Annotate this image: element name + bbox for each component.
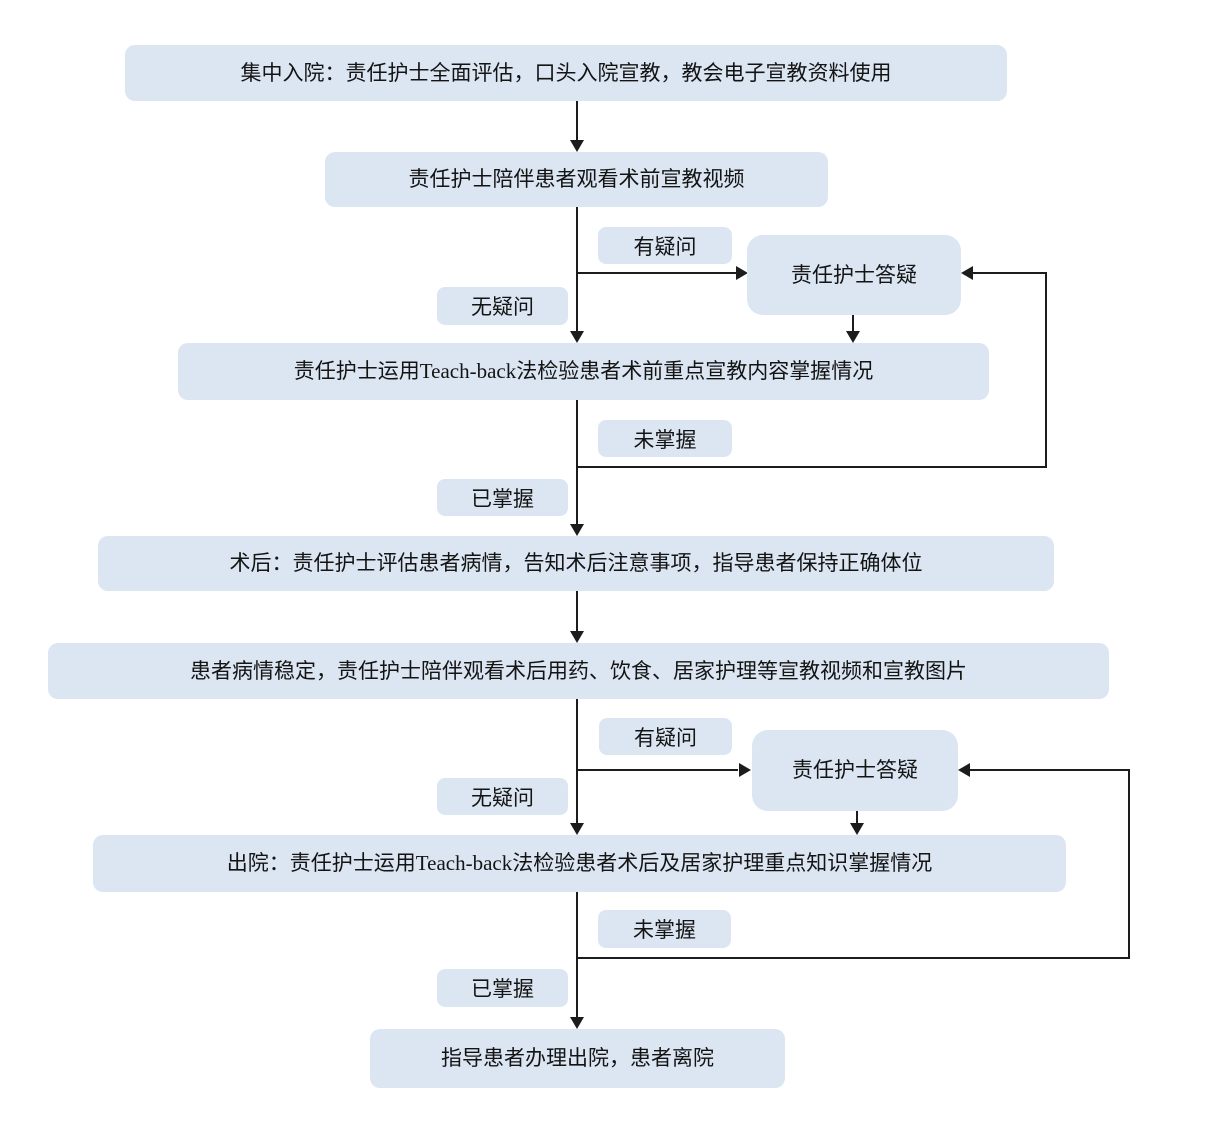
arrowhead-left-icon bbox=[961, 266, 973, 280]
arrowhead-left-icon bbox=[958, 763, 970, 777]
flow-node-pre-video: 责任护士陪伴患者观看术前宣教视频 bbox=[325, 152, 828, 207]
edge-notmastered1-horizontal bbox=[577, 466, 1047, 468]
arrowhead-right-icon bbox=[736, 266, 748, 280]
branch-label-no-question-1: 无疑问 bbox=[437, 287, 568, 325]
arrowhead-down-icon bbox=[570, 823, 584, 835]
branch-label-mastered-2: 已掌握 bbox=[437, 969, 568, 1007]
edge-postvideo-to-discharge bbox=[576, 699, 578, 824]
flow-node-post-video: 患者病情稳定，责任护士陪伴观看术后用药、饮食、居家护理等宣教视频和宣教图片 bbox=[48, 643, 1109, 699]
branch-label-has-question-2: 有疑问 bbox=[599, 718, 732, 755]
edge-hasquestion2-to-answer2 bbox=[577, 769, 738, 771]
branch-label-not-mastered-1: 未掌握 bbox=[598, 420, 732, 457]
arrowhead-down-icon bbox=[570, 331, 584, 343]
edge-hasquestion1-to-answer1 bbox=[577, 272, 737, 274]
edge-notmastered1-return bbox=[973, 272, 1047, 274]
flow-node-answer-2: 责任护士答疑 bbox=[752, 730, 958, 811]
arrowhead-down-icon bbox=[570, 524, 584, 536]
edge-admission-to-prevideo bbox=[576, 101, 578, 141]
flow-node-answer-1: 责任护士答疑 bbox=[747, 235, 961, 315]
flow-node-leave: 指导患者办理出院，患者离院 bbox=[370, 1029, 785, 1088]
arrowhead-right-icon bbox=[739, 763, 751, 777]
branch-label-mastered-1: 已掌握 bbox=[437, 479, 568, 516]
flow-node-discharge-check: 出院：责任护士运用Teach-back法检验患者术后及居家护理重点知识掌握情况 bbox=[93, 835, 1066, 892]
edge-answer1-to-teachback bbox=[852, 315, 854, 332]
arrowhead-down-icon bbox=[846, 331, 860, 343]
edge-answer2-to-discharge bbox=[856, 811, 858, 824]
flow-node-postop: 术后：责任护士评估患者病情，告知术后注意事项，指导患者保持正确体位 bbox=[98, 536, 1054, 591]
arrowhead-down-icon bbox=[570, 631, 584, 643]
arrowhead-down-icon bbox=[570, 1017, 584, 1029]
edge-notmastered2-vertical bbox=[1128, 769, 1130, 959]
branch-label-no-question-2: 无疑问 bbox=[437, 778, 568, 815]
edge-notmastered1-vertical bbox=[1045, 272, 1047, 468]
edge-prevideo-to-teachback bbox=[576, 207, 578, 332]
edge-teachback-to-postop bbox=[576, 400, 578, 525]
arrowhead-down-icon bbox=[570, 140, 584, 152]
branch-label-has-question-1: 有疑问 bbox=[598, 227, 732, 264]
flow-node-admission: 集中入院：责任护士全面评估，口头入院宣教，教会电子宣教资料使用 bbox=[125, 45, 1007, 101]
edge-discharge-to-leave bbox=[576, 892, 578, 1018]
edge-notmastered2-return bbox=[970, 769, 1130, 771]
flow-node-teachback-pre: 责任护士运用Teach-back法检验患者术前重点宣教内容掌握情况 bbox=[178, 343, 989, 400]
branch-label-not-mastered-2: 未掌握 bbox=[598, 910, 731, 948]
edge-notmastered2-horizontal bbox=[577, 957, 1130, 959]
edge-postop-to-postvideo bbox=[576, 591, 578, 632]
arrowhead-down-icon bbox=[850, 823, 864, 835]
